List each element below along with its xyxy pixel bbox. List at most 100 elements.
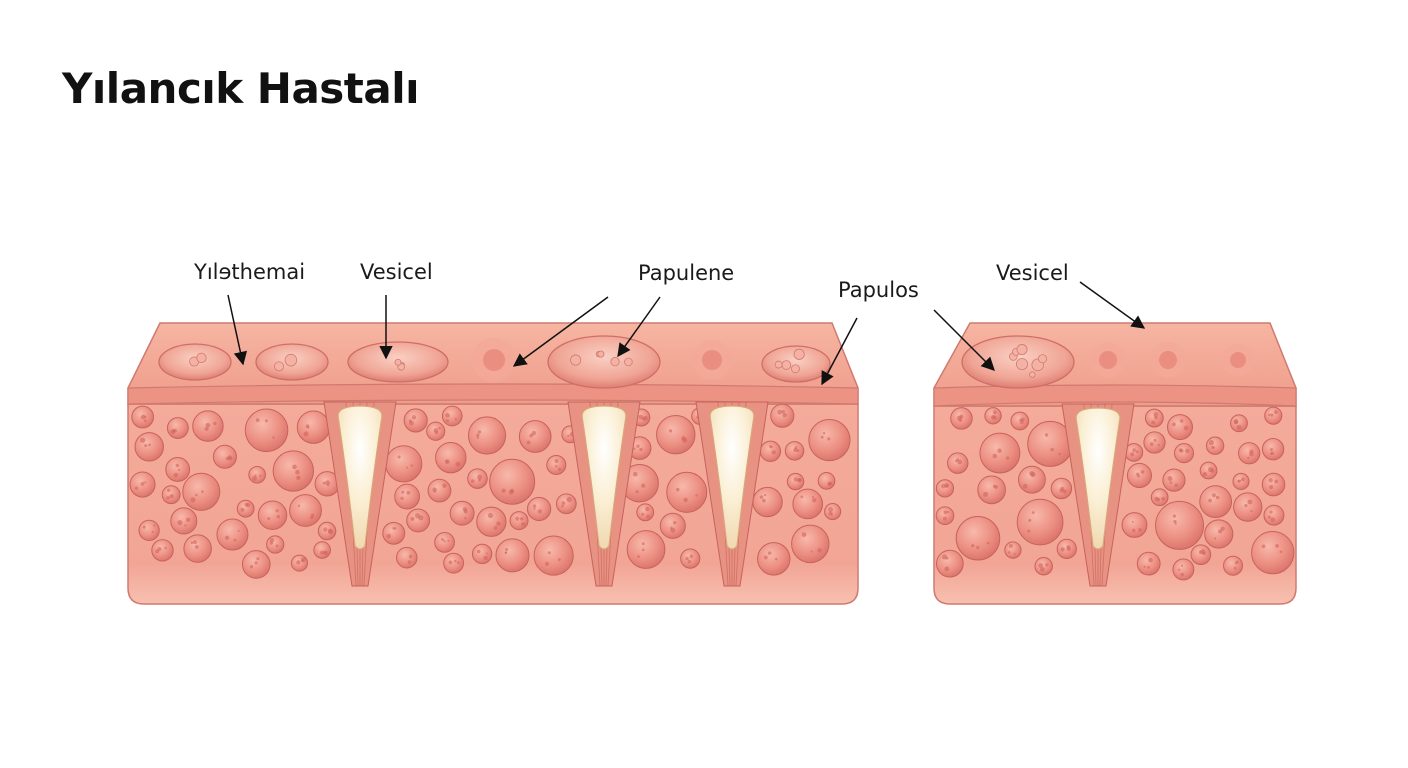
cell-speck (561, 501, 566, 505)
cell-speck (409, 554, 413, 558)
cell-speck (641, 512, 645, 516)
cell (1034, 557, 1053, 576)
cell-speck (406, 490, 411, 495)
cell-speck (1130, 452, 1135, 457)
cell-speck (1250, 510, 1253, 513)
cell-speck (1149, 442, 1154, 447)
cell-speck (642, 417, 646, 421)
cell (935, 479, 955, 498)
cell-speck (140, 414, 146, 420)
cell-speck (457, 561, 460, 564)
cell-speck (797, 477, 802, 482)
cell (759, 440, 782, 462)
cell-speck (828, 506, 834, 513)
cell (385, 445, 423, 483)
cell-speck (173, 472, 179, 478)
cell (770, 403, 795, 428)
cell (680, 548, 701, 569)
cell-speck (827, 437, 831, 441)
cell-speck (134, 486, 139, 490)
cell-speck (327, 528, 333, 534)
cell-speck (762, 498, 766, 503)
vesicle-dot (274, 361, 285, 372)
cell-speck (1013, 552, 1016, 555)
cell (1167, 414, 1193, 441)
cell-speck (689, 554, 694, 558)
cell-speck (140, 481, 145, 486)
cell (977, 475, 1007, 505)
cell-speck (997, 448, 1002, 453)
cell-speck (252, 476, 257, 481)
cell-speck (1202, 471, 1208, 477)
cell-speck (445, 419, 450, 423)
cell-speck (256, 557, 260, 561)
cell-speck (1132, 448, 1136, 452)
cell-speck (275, 509, 279, 513)
cell-speck (994, 485, 998, 489)
cell-speck (508, 489, 514, 495)
cell-speck (487, 512, 494, 519)
cell-speck (505, 547, 509, 552)
cell-speck (1131, 520, 1134, 523)
diagram-title: Yılancık Hastalı (62, 64, 420, 113)
cell (979, 432, 1021, 474)
cell-speck (455, 461, 461, 467)
cell-speck (195, 493, 198, 497)
cell (1199, 485, 1233, 519)
vesicle-dot (774, 360, 783, 369)
cell (489, 458, 536, 505)
cell-speck (1244, 504, 1248, 508)
cell-speck (410, 464, 414, 467)
cell-speck (1235, 561, 1238, 565)
cell-speck (237, 529, 240, 532)
cell-speck (233, 538, 237, 542)
cell-speck (1167, 475, 1173, 482)
vesicle-dot (1016, 344, 1028, 355)
cell-speck (448, 560, 453, 565)
cell-speck (173, 428, 177, 433)
cell-speck (240, 507, 245, 512)
cell (449, 500, 475, 526)
cell-speck (400, 496, 404, 500)
cell (509, 511, 529, 531)
cell (467, 468, 488, 489)
cell-speck (1020, 417, 1025, 422)
cell-speck (1040, 567, 1045, 572)
left-surface-lesions (158, 335, 831, 389)
cell-speck (184, 524, 187, 527)
cell (757, 542, 791, 576)
cell (296, 410, 331, 444)
cell-speck (447, 539, 450, 542)
cell (1238, 442, 1261, 465)
cell-speck (325, 480, 331, 486)
cell-speck (297, 504, 301, 508)
cell-speck (1174, 522, 1177, 525)
cell-speck (254, 561, 258, 565)
cell-speck (810, 550, 813, 553)
cell-speck (1154, 496, 1159, 502)
cell-speck (414, 513, 421, 519)
vesicle (761, 345, 831, 383)
cell (659, 512, 686, 539)
cell-speck (157, 546, 162, 552)
cell-speck (515, 516, 520, 521)
cell (1136, 551, 1161, 576)
cell-speck (166, 496, 170, 500)
cell-speck (192, 540, 197, 545)
cell-speck (444, 459, 450, 465)
cell (495, 538, 530, 573)
cell-speck (1275, 544, 1279, 548)
right-skin-block (933, 322, 1297, 605)
cell-speck (1267, 515, 1271, 519)
cell (947, 452, 969, 474)
cell-speck (1247, 499, 1253, 505)
cell-speck (1269, 510, 1273, 514)
cell (244, 408, 289, 453)
cell-speck (1143, 565, 1146, 568)
cell-speck (267, 517, 271, 521)
cell (471, 543, 493, 565)
cell-speck (164, 546, 167, 550)
cell-speck (1211, 446, 1215, 449)
cell-speck (940, 483, 946, 489)
cell-speck (227, 455, 232, 460)
